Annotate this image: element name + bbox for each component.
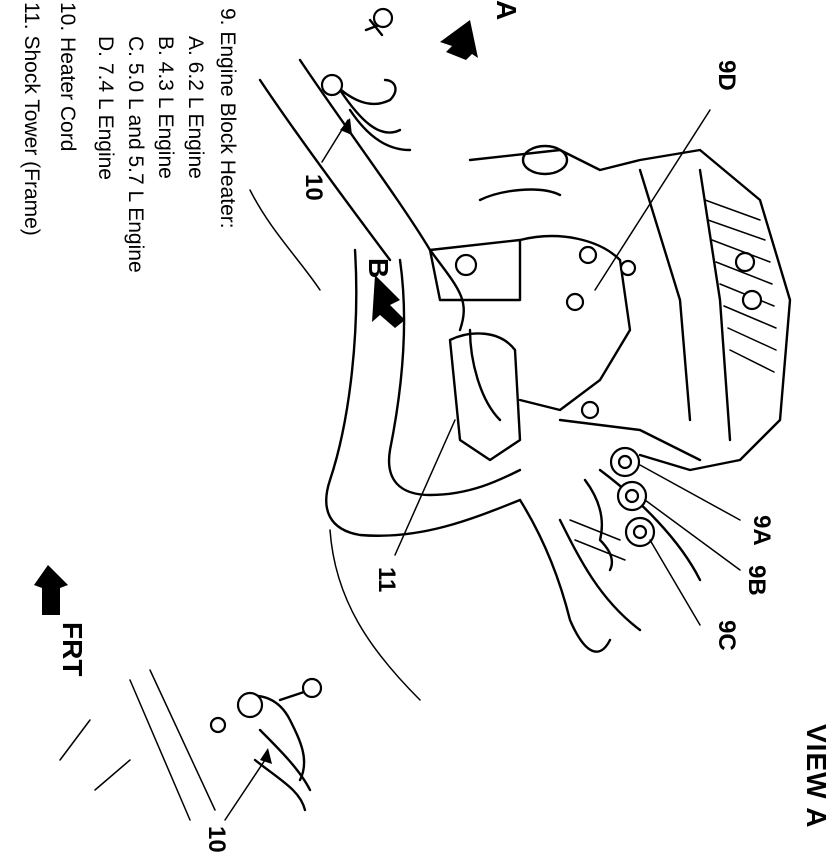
arrow-frt-label: FRT bbox=[57, 622, 88, 677]
callout-9d: 9D bbox=[713, 60, 740, 91]
shock-tower-frame bbox=[249, 58, 612, 701]
block-heater-plugs bbox=[583, 446, 656, 572]
callout-10-bottom: 10 bbox=[203, 826, 230, 853]
legend-item-11: 11. Shock Tower (Frame) bbox=[20, 2, 43, 236]
callout-10-top: 10 bbox=[300, 174, 327, 201]
legend-item-10: 10. Heater Cord bbox=[56, 2, 79, 152]
engine-block bbox=[428, 144, 792, 632]
legend-item-9b: B. 4.3 L Engine bbox=[154, 36, 177, 179]
legend-item-9: 9. Engine Block Heater: bbox=[216, 8, 239, 229]
leader-lines bbox=[224, 109, 741, 821]
heater-cord-top bbox=[320, 7, 412, 152]
callout-9a: 9A bbox=[748, 515, 775, 546]
arrow-shapes bbox=[34, 20, 478, 764]
arrow-a-label: A bbox=[491, 0, 522, 21]
view-a-inset bbox=[59, 669, 323, 821]
callout-9b: 9B bbox=[743, 565, 770, 596]
legend-item-9c: C. 5.0 L and 5.7 L Engine bbox=[124, 36, 147, 273]
view-a-label: VIEW A bbox=[801, 724, 832, 829]
arrow-b-label: B bbox=[363, 258, 394, 279]
callout-11: 11 bbox=[373, 567, 400, 593]
callout-9c: 9C bbox=[713, 620, 740, 651]
legend-item-9a: A. 6.2 L Engine bbox=[184, 36, 207, 179]
legend-item-9d: D. 7.4 L Engine bbox=[94, 36, 117, 180]
